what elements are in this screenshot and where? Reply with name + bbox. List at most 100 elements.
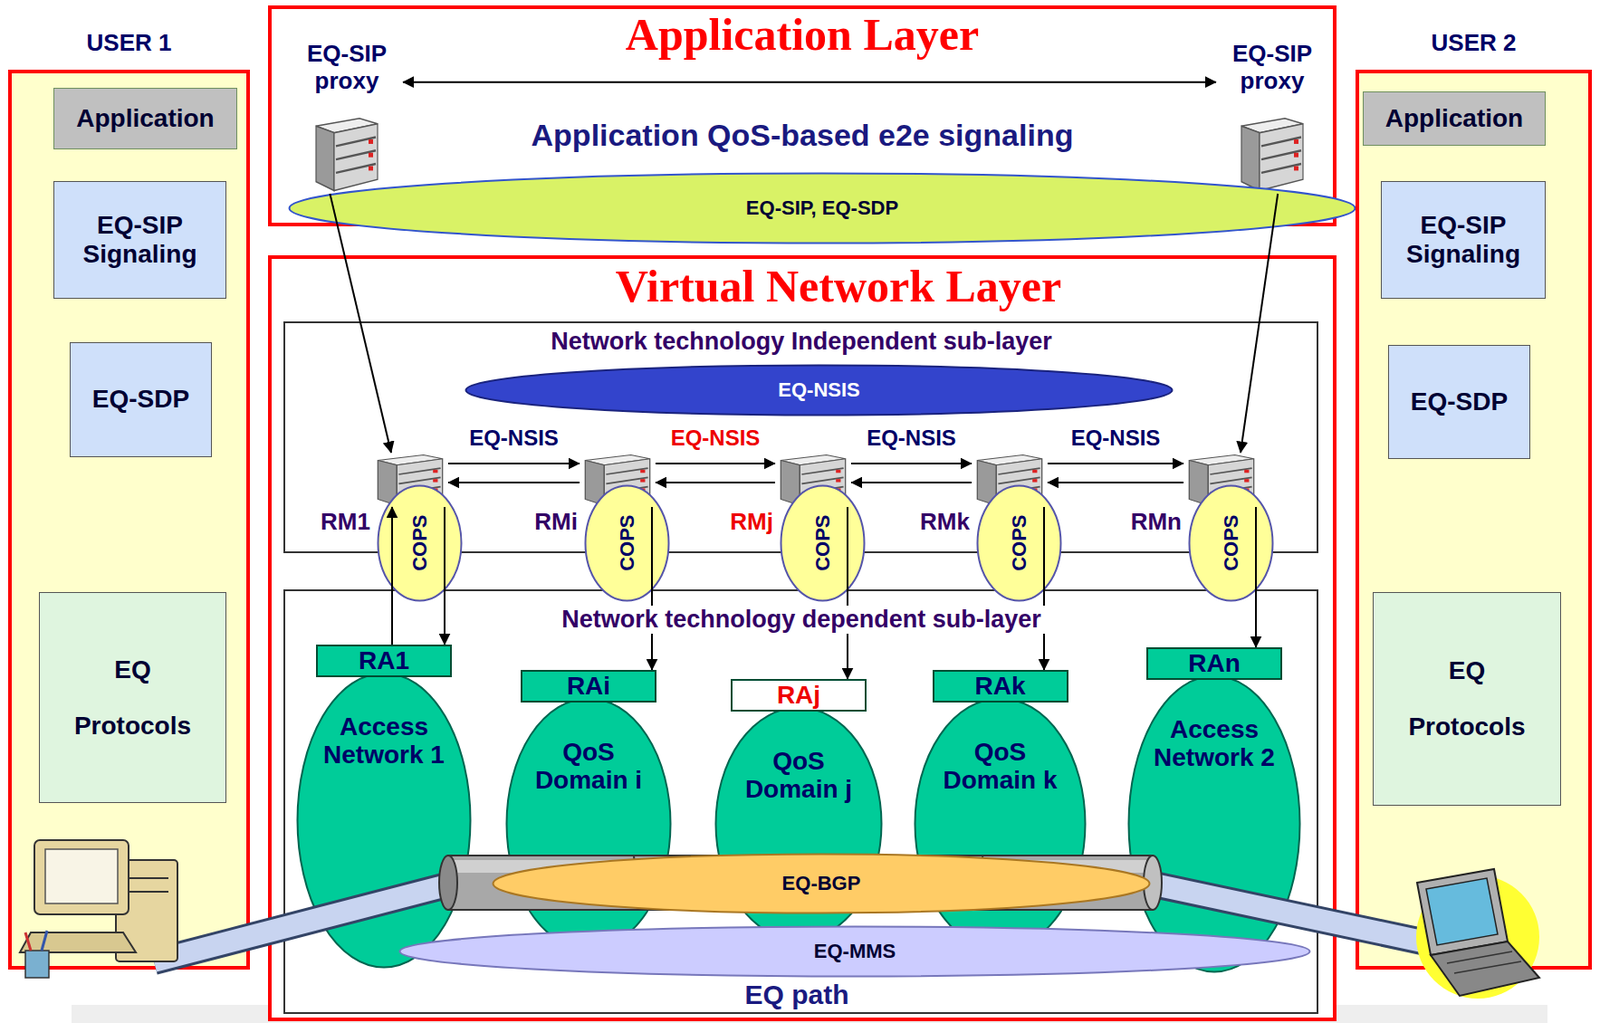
protocol-ellipse: EQ-NSIS xyxy=(464,364,1174,417)
connector-arrow xyxy=(651,507,653,671)
label-text: Virtual Network Layer xyxy=(512,260,1165,314)
connector-arrow xyxy=(1043,507,1045,671)
protocols-box: EQ Protocols xyxy=(38,592,227,804)
label-text: RMi xyxy=(521,508,578,537)
connector-arrow xyxy=(655,462,776,465)
text-holder: Application Layer xyxy=(485,9,1120,62)
pencil xyxy=(41,930,48,951)
user-panel: USER 2ApplicationEQ-SIP SignalingEQ-SDPE… xyxy=(1355,69,1592,970)
text-holder: Application QoS-based e2e signaling xyxy=(394,117,1210,154)
server-icon-holder xyxy=(1235,114,1309,193)
text-holder: COPS xyxy=(976,484,1063,603)
text-holder: COPS xyxy=(1188,484,1275,603)
proxy-server: EQ-SIP proxy xyxy=(1216,40,1329,194)
text-holder: RAk xyxy=(932,670,1069,703)
label-text: RMj xyxy=(717,508,774,537)
label-text: USER 2 xyxy=(1355,29,1592,58)
protocol-ellipse: EQ-BGP xyxy=(491,852,1151,915)
label-text: EQ-NSIS xyxy=(777,378,860,402)
label-text: EQ Protocols xyxy=(1398,642,1535,755)
text-holder: QoS Domain j xyxy=(728,747,870,805)
text-holder: EQ-NSIS xyxy=(651,425,779,451)
text-holder: EQ Protocols xyxy=(1373,593,1561,805)
connector-arrow xyxy=(1255,507,1257,648)
label-text: EQ-SIP proxy xyxy=(1207,40,1338,96)
text-holder: RMi xyxy=(521,508,578,537)
label-text: QoS Domain j xyxy=(728,747,870,805)
laptop-lid xyxy=(1417,869,1508,956)
label-text: QoS Domain k xyxy=(929,738,1072,796)
pen-cup xyxy=(25,950,49,978)
text-holder: Network technology Independent sub-layer xyxy=(407,327,1196,356)
sdp-box: EQ-SDP xyxy=(69,342,212,458)
text-holder: EQ-BGP xyxy=(491,852,1151,915)
label-text: COPS xyxy=(615,515,639,572)
cops-ellipse: COPS xyxy=(584,484,671,603)
network-domain: RAnAccess Network 2 xyxy=(1127,647,1302,974)
application-box: Application xyxy=(1362,91,1546,146)
label-text: EQ-NSIS xyxy=(848,425,976,451)
label-text: EQ-SIP Signaling xyxy=(54,210,226,269)
highlight-disc xyxy=(1416,875,1540,999)
label-text: EQ-NSIS xyxy=(1052,425,1179,451)
signaling-box: EQ-SIP Signaling xyxy=(53,181,227,299)
connector-arrow xyxy=(1240,193,1278,453)
label-text: Network technology dependent sub-layer xyxy=(555,605,1047,634)
text-holder: Virtual Network Layer xyxy=(512,260,1165,314)
connector-arrow xyxy=(443,507,446,645)
connector-arrow xyxy=(448,481,580,484)
signaling-ellipse: EQ-SIP, EQ-SDP xyxy=(287,172,1357,245)
text-holder: EQ path xyxy=(633,979,960,1012)
text-holder: EQ-NSIS xyxy=(1052,425,1179,451)
network-domain: RA1Access Network 1 xyxy=(296,644,472,969)
label-text: EQ-MMS xyxy=(814,939,896,963)
laptop-screen xyxy=(1426,878,1498,946)
label-text: QoS Domain i xyxy=(517,738,660,796)
label-text: COPS xyxy=(1007,515,1031,572)
sdp-box: EQ-SDP xyxy=(1388,344,1531,460)
drive-slot xyxy=(124,877,169,880)
text-holder: USER 1 xyxy=(8,29,250,58)
connector-arrow xyxy=(851,462,972,465)
label-text: EQ-NSIS xyxy=(450,425,578,451)
connector-arrow xyxy=(391,507,393,645)
label-text: COPS xyxy=(811,515,834,572)
connector-arrow xyxy=(1047,462,1184,465)
connector-arrow xyxy=(1047,481,1184,484)
text-holder: COPS xyxy=(584,484,671,603)
label-text: COPS xyxy=(1219,515,1243,572)
label-text: RA1 xyxy=(316,644,452,678)
protocol-ellipse: EQ-MMS xyxy=(398,925,1312,978)
cops-ellipse: COPS xyxy=(1188,484,1275,603)
label-text: Access Network 1 xyxy=(313,713,455,770)
keyboard xyxy=(19,932,136,953)
text-holder: RA1 xyxy=(316,644,452,678)
key-row xyxy=(1446,951,1513,964)
drive-slot xyxy=(124,891,169,893)
laptop-keyboard xyxy=(1430,941,1540,997)
text-holder: RAj xyxy=(730,679,867,712)
text-holder: QoS Domain i xyxy=(517,738,660,796)
sublayer-box: Network technology dependent sub-layerRA… xyxy=(283,589,1319,1015)
label-text: RMk xyxy=(913,508,970,537)
text-holder: Network technology dependent sub-layer xyxy=(507,605,1096,634)
label-text: EQ-SIP Signaling xyxy=(1381,210,1545,269)
text-holder: EQ-SDP xyxy=(1389,345,1530,459)
cops-ellipse: COPS xyxy=(376,484,463,603)
text-holder: EQ-SIP proxy xyxy=(281,40,412,96)
tunnel-end xyxy=(439,855,458,911)
text-holder: EQ-NSIS xyxy=(464,364,1174,417)
text-holder: COPS xyxy=(779,484,866,603)
text-holder: EQ-SDP xyxy=(70,343,211,457)
text-holder: EQ-MMS xyxy=(398,925,1312,978)
text-holder: Application xyxy=(54,88,237,149)
laptop-icon xyxy=(1416,869,1540,999)
label-text: Application Layer xyxy=(485,9,1120,62)
key-row xyxy=(1454,961,1522,974)
ellipse-shape xyxy=(296,644,472,969)
label-text: RAk xyxy=(932,670,1069,703)
label-text: USER 1 xyxy=(8,29,250,58)
label-text: Application QoS-based e2e signaling xyxy=(394,117,1210,154)
application-box: Application xyxy=(53,87,238,150)
